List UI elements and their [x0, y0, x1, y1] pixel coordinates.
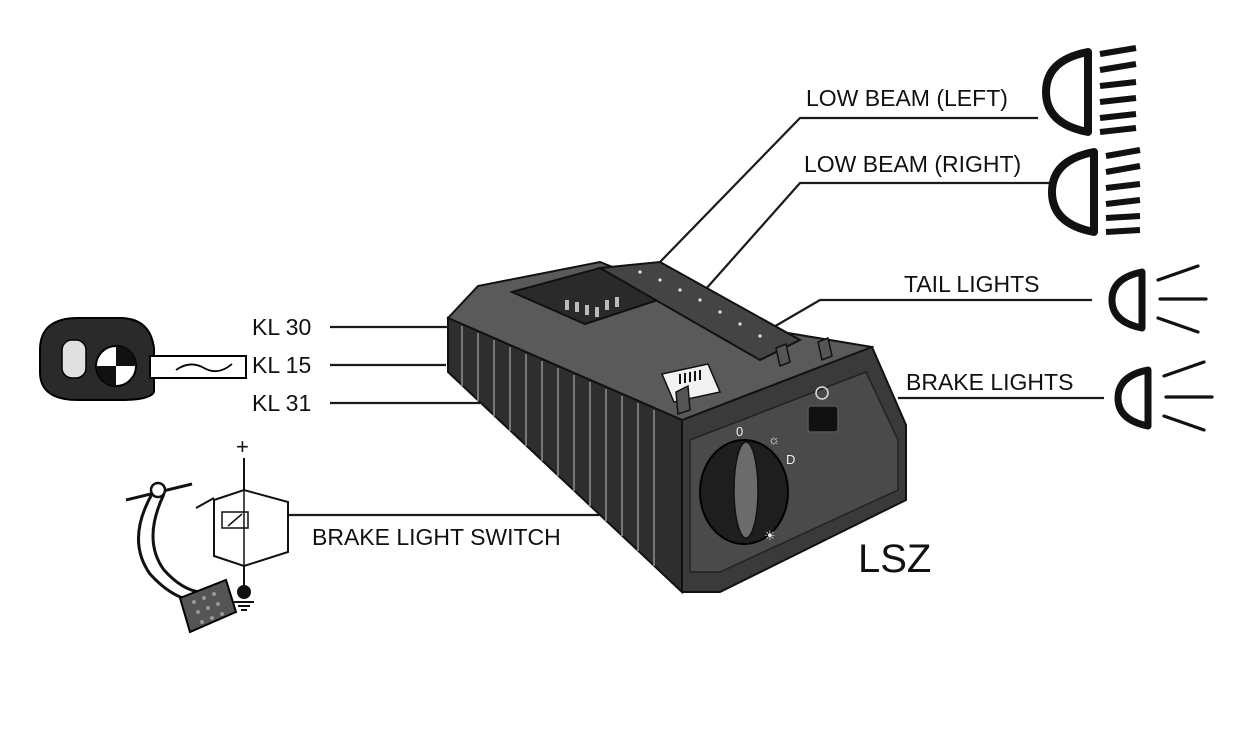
- label-low-beam-left: LOW BEAM (LEFT): [806, 85, 1008, 111]
- wire-brake-switch: [288, 506, 633, 517]
- module-plug-area: [596, 260, 803, 362]
- module-ribs: [461, 326, 655, 566]
- leader-wires: [288, 116, 1104, 517]
- low-beam-left-icon: [1042, 45, 1137, 136]
- ground-icon: [234, 585, 254, 611]
- label-low-beam-right: LOW BEAM (RIGHT): [804, 151, 1021, 177]
- label-brake-lights: BRAKE LIGHTS: [906, 369, 1073, 395]
- wire-low-beam-left: [659, 116, 1038, 263]
- label-tail-lights: TAIL LIGHTS: [904, 271, 1039, 297]
- plug-dots: [638, 270, 762, 338]
- dimmer-wheel-icon: [807, 386, 839, 433]
- label-kl31: KL 31: [252, 390, 311, 416]
- brake-light-icon: [1114, 360, 1214, 432]
- switch-position-parking: ☼: [768, 432, 780, 447]
- light-switch-knob-icon: [699, 439, 789, 545]
- low-beam-right-icon: [1048, 147, 1141, 236]
- switch-position-lowbeam: D: [786, 452, 795, 467]
- car-key-icon: [39, 317, 247, 401]
- label-kl30: KL 30: [252, 314, 311, 340]
- tail-light-icon: [1108, 264, 1208, 334]
- switch-position-fog: ☀: [764, 528, 776, 543]
- label-kl15: KL 15: [252, 352, 311, 378]
- module-clips: [675, 336, 833, 416]
- label-module-lsz: LSZ: [858, 537, 931, 581]
- label-brake-light-switch: BRAKE LIGHT SWITCH: [312, 524, 561, 550]
- wire-low-beam-right: [704, 181, 1050, 291]
- supply-plus-symbol: +: [236, 434, 249, 459]
- brake-switch-icon: +: [195, 434, 289, 588]
- lsz-module: 0 ☼ D ☀: [446, 260, 907, 595]
- connector-pins: [565, 297, 619, 317]
- switch-position-0: 0: [736, 424, 743, 439]
- wire-tail-lights: [759, 298, 1092, 336]
- switch-position-symbols: 0 ☼ D ☀: [736, 424, 795, 543]
- brake-pedal-icon: [125, 481, 238, 634]
